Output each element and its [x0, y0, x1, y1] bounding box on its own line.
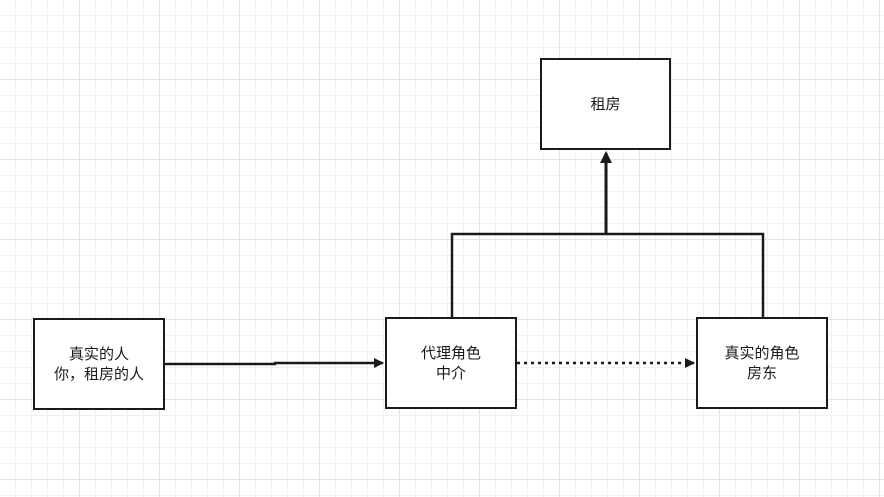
node-proxy[interactable]: 代理角色 中介 [385, 317, 517, 409]
node-real-person-line1: 真实的人 [68, 345, 129, 363]
node-proxy-line1: 代理角色 [420, 344, 481, 362]
node-real-person-line2: 你，租房的人 [53, 365, 144, 383]
edge-person-to-proxy [165, 358, 384, 368]
node-rent[interactable]: 租房 [540, 58, 671, 150]
node-real-role-line2: 房东 [746, 364, 777, 382]
node-proxy-line2: 中介 [435, 364, 466, 382]
node-real-person[interactable]: 真实的人 你，租房的人 [33, 318, 165, 410]
node-real-role[interactable]: 真实的角色 房东 [696, 317, 828, 409]
node-real-role-line1: 真实的角色 [724, 344, 800, 362]
node-rent-label: 租房 [590, 95, 621, 113]
edge-proxy-branch [450, 232, 765, 318]
